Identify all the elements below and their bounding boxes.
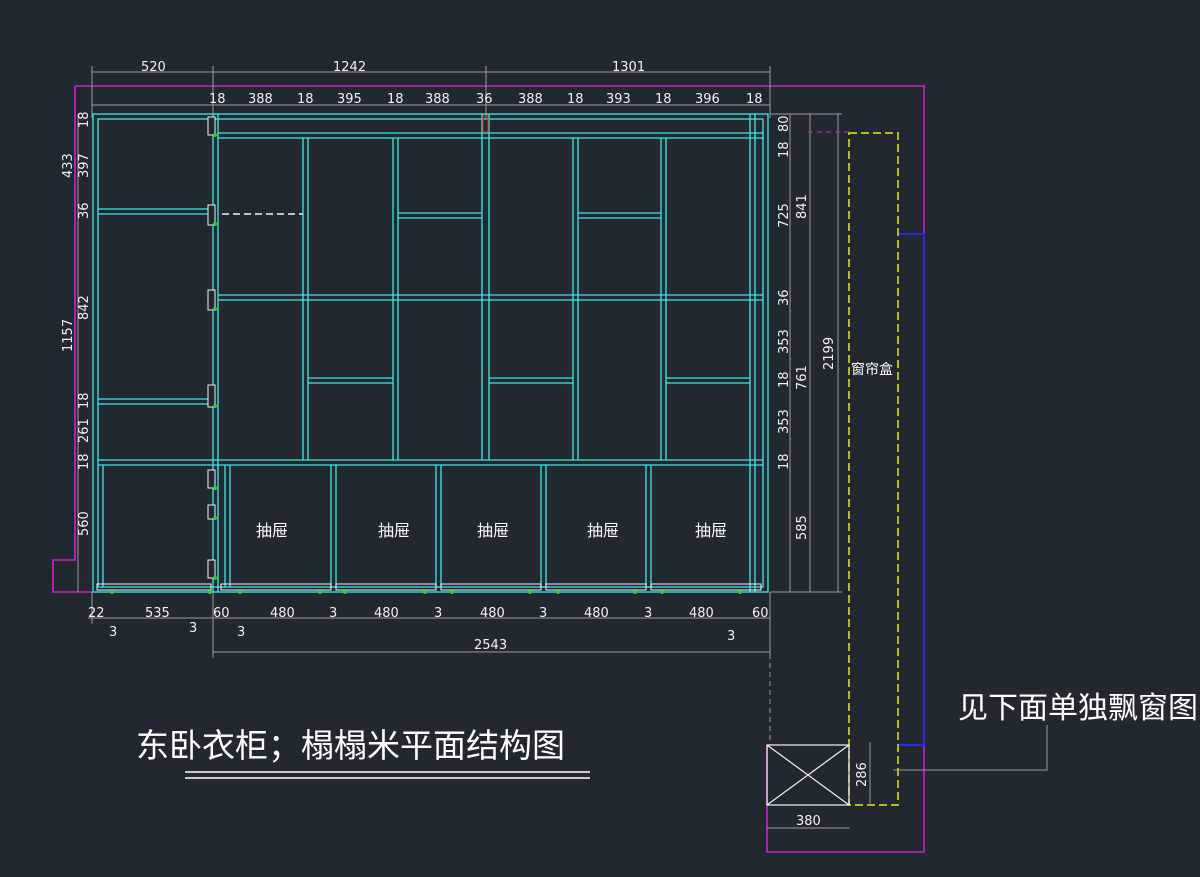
dim-left-inner: 36 (77, 202, 92, 219)
bay-window (898, 233, 925, 746)
left-dimensions: 433 1157 18 397 36 842 18 261 18 560 (61, 111, 92, 536)
dim-top-detail: 393 (606, 92, 631, 107)
dim-left-inner: 18 (77, 111, 92, 128)
dim-left-inner: 18 (77, 453, 92, 470)
dim-bottom-gap: 3 (237, 625, 245, 640)
dim-right-inner: 80 (777, 115, 792, 132)
dim-top-detail: 18 (567, 92, 584, 107)
dim-top-overall: 520 (141, 60, 166, 75)
dim-bottom-detail: 22 (88, 606, 105, 621)
window-note: 见下面单独飘窗图 (958, 691, 1198, 726)
dim-top-detail: 395 (337, 92, 362, 107)
dim-top-detail: 18 (655, 92, 672, 107)
dim-right-mid: 761 (795, 365, 810, 390)
dim-left-outer: 433 (61, 153, 76, 178)
dim-top-detail: 388 (518, 92, 543, 107)
dim-bottom-detail: 60 (752, 606, 769, 621)
dim-bottom-gap: 3 (189, 621, 197, 636)
room-wall-left (52, 86, 92, 593)
dim-left-inner: 397 (77, 153, 92, 178)
bay-box (766, 744, 850, 806)
dim-top-overall: 1301 (612, 60, 645, 75)
dim-right-inner: 585 (795, 515, 810, 540)
panel-hinge-dots (110, 590, 742, 594)
dim-right-inner: 725 (777, 203, 792, 228)
drawer-label-5: 抽屉 (695, 521, 727, 540)
bottom-dimensions: 22 535 60 480 3 480 3 480 3 480 3 480 60… (88, 606, 769, 653)
dim-left-outer: 1157 (61, 319, 76, 352)
door-hinges (207, 116, 216, 579)
dim-bottom-detail: 480 (270, 606, 295, 621)
dim-right-inner: 353 (777, 329, 792, 354)
dim-top-detail: 18 (387, 92, 404, 107)
dim-bay-width: 380 (796, 814, 821, 829)
dim-right-outer: 2199 (822, 337, 837, 370)
dim-top-detail: 18 (209, 92, 226, 107)
dim-top-overall: 1242 (333, 60, 366, 75)
dim-bottom-detail: 3 (434, 606, 442, 621)
dim-left-inner: 560 (77, 511, 92, 536)
dim-bottom-detail: 480 (689, 606, 714, 621)
dim-left-inner: 842 (77, 295, 92, 320)
dim-bottom-detail: 480 (584, 606, 609, 621)
dim-bottom-detail: 3 (329, 606, 337, 621)
cabinet-structure (92, 113, 769, 593)
dim-bottom-gap: 3 (109, 625, 117, 640)
dim-top-detail: 388 (248, 92, 273, 107)
dimension-lines (77, 66, 1048, 829)
dim-bottom-detail: 535 (145, 606, 170, 621)
title-underline (185, 771, 590, 779)
top-dimensions: 520 1242 1301 18 388 18 395 18 388 36 38… (141, 60, 763, 107)
dim-right-inner: 18 (777, 453, 792, 470)
dim-bottom-detail: 60 (213, 606, 230, 621)
curtain-box-label: 窗帘盒 (851, 361, 893, 378)
right-dimensions: 80 18 725 36 353 18 353 18 585 841 761 2… (777, 115, 837, 540)
drawer-label-1: 抽屉 (256, 521, 288, 540)
dim-top-detail: 396 (695, 92, 720, 107)
hinge-dots (213, 133, 217, 580)
dim-top-detail: 36 (476, 92, 493, 107)
dim-bay-height: 286 (855, 762, 870, 787)
drawer-labels: 抽屉 抽屉 抽屉 抽屉 抽屉 (256, 521, 727, 540)
center-marker (482, 115, 489, 133)
dim-left-inner: 261 (77, 418, 92, 443)
dim-top-detail: 18 (297, 92, 314, 107)
drawer-label-3: 抽屉 (477, 521, 509, 540)
dim-right-inner: 353 (777, 409, 792, 434)
dim-left-inner: 18 (77, 392, 92, 409)
dim-top-detail: 388 (425, 92, 450, 107)
dim-right-inner: 18 (777, 371, 792, 388)
dim-top-detail: 18 (746, 92, 763, 107)
curtain-box (848, 132, 899, 806)
dim-bottom-detail: 480 (374, 606, 399, 621)
drawer-label-2: 抽屉 (378, 521, 410, 540)
dim-bottom-detail: 3 (539, 606, 547, 621)
dim-bottom-detail: 480 (480, 606, 505, 621)
dim-right-inner: 18 (777, 141, 792, 158)
bottom-panels (96, 583, 762, 591)
drawing-title: 东卧衣柜；榻榻米平面结构图 (136, 726, 565, 765)
dim-right-mid: 841 (795, 194, 810, 219)
dim-right-inner: 36 (777, 289, 792, 306)
drawer-label-4: 抽屉 (587, 521, 619, 540)
dim-bottom-detail: 3 (644, 606, 652, 621)
dim-bottom-overall: 2543 (474, 638, 507, 653)
dim-bottom-gap: 3 (727, 629, 735, 644)
